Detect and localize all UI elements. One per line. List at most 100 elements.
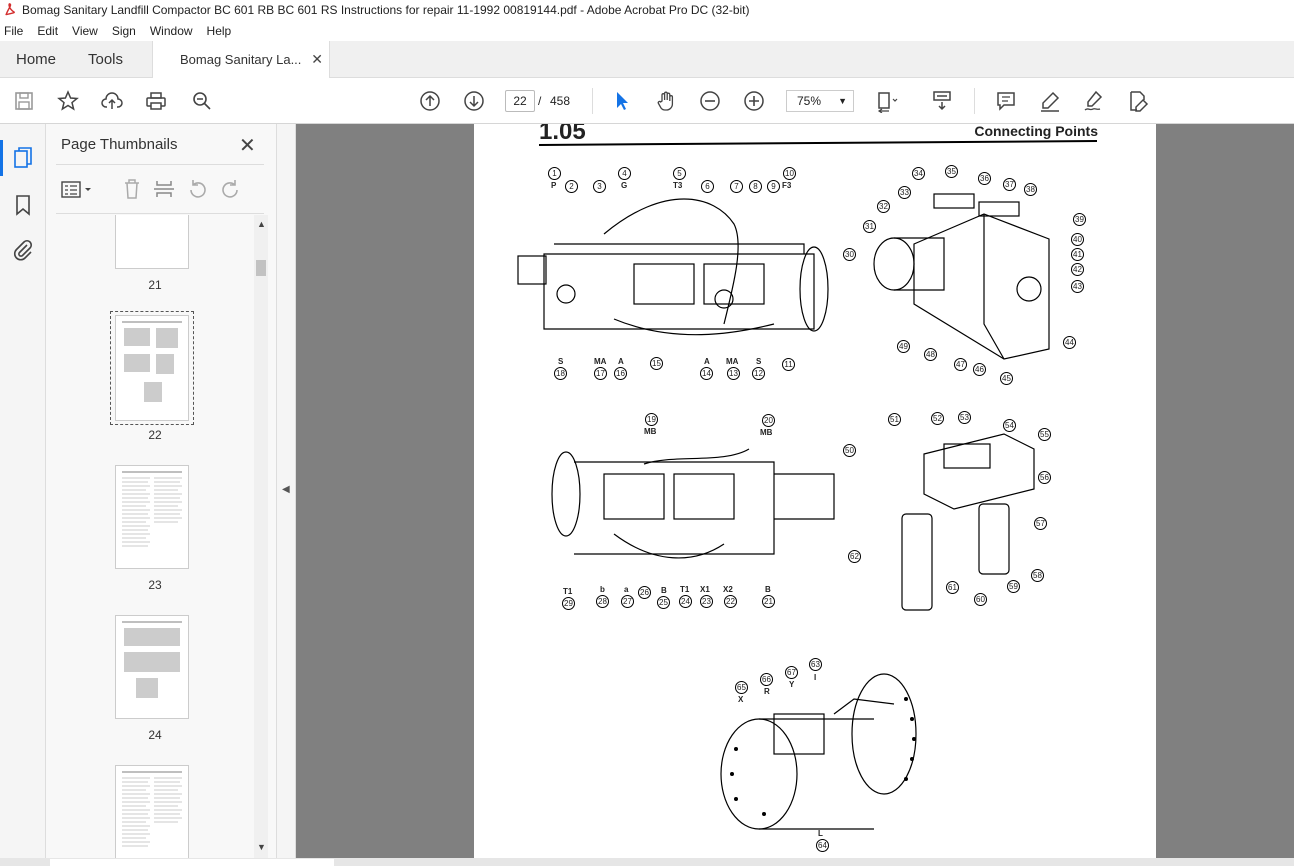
thumbnail-label: 23 xyxy=(148,578,162,592)
thumbnail-page-21[interactable] xyxy=(115,215,189,269)
thumbnail-page-24[interactable] xyxy=(115,615,189,719)
horizontal-scrollbar[interactable] xyxy=(0,858,1294,866)
page-fit-icon[interactable] xyxy=(874,89,898,113)
tab-bar: Home Tools Bomag Sanitary La... ✕ xyxy=(0,41,1294,79)
find-zoom-icon[interactable] xyxy=(190,89,214,113)
highlight-pen-icon[interactable] xyxy=(1038,89,1062,113)
close-tab-icon[interactable]: ✕ xyxy=(311,51,323,67)
callout: 11 xyxy=(782,358,795,371)
tab-tools[interactable]: Tools xyxy=(88,51,124,68)
callout: 37 xyxy=(1003,178,1016,191)
tab-document-label: Bomag Sanitary La... xyxy=(180,52,302,67)
select-cursor-icon[interactable] xyxy=(610,89,634,113)
callout: 67 xyxy=(785,666,798,679)
hand-tool-icon[interactable] xyxy=(654,89,678,113)
callout: 48 xyxy=(924,348,937,361)
port-letter: a xyxy=(624,585,629,594)
callout: 54 xyxy=(1003,419,1016,432)
scrolling-mode-icon[interactable] xyxy=(930,89,954,113)
thumbnail-scrollbar[interactable]: ▲ ▼ xyxy=(254,215,268,859)
callout: 13 xyxy=(727,367,740,380)
menu-bar: File Edit View Sign Window Help xyxy=(0,20,1294,41)
acrobat-logo-icon xyxy=(5,3,15,16)
callout: 31 xyxy=(863,220,876,233)
callout: 64 xyxy=(816,839,829,852)
thumbnail-label: 24 xyxy=(148,728,162,742)
upload-cloud-icon[interactable] xyxy=(100,89,124,113)
scroll-down-icon[interactable]: ▼ xyxy=(257,842,266,852)
thumbnail-page-25[interactable] xyxy=(115,765,189,859)
callout: 25 xyxy=(657,596,670,609)
port-letter: T3 xyxy=(673,181,683,190)
callout: 2 xyxy=(565,180,578,193)
tab-home[interactable]: Home xyxy=(16,51,57,68)
callout: 32 xyxy=(877,200,890,213)
callout: 40 xyxy=(1071,233,1084,246)
menu-view[interactable]: View xyxy=(72,23,98,38)
bookmark-star-icon[interactable] xyxy=(56,89,80,113)
callout: 39 xyxy=(1073,213,1086,226)
port-letter: MA xyxy=(594,357,607,366)
callout: 33 xyxy=(898,186,911,199)
main-toolbar xyxy=(0,78,1294,124)
toolbar-divider xyxy=(592,88,593,114)
options-menu-icon[interactable] xyxy=(61,179,95,201)
delete-page-icon[interactable] xyxy=(120,177,144,201)
zoom-out-icon[interactable] xyxy=(698,89,722,113)
connecting-points-drawings xyxy=(517,193,1050,830)
comment-icon[interactable] xyxy=(994,89,1018,113)
thumbnail-page-23[interactable] xyxy=(115,465,189,569)
draw-sign-icon[interactable] xyxy=(1082,89,1106,113)
thumbnail-preview-image xyxy=(122,621,182,698)
port-letter: R xyxy=(764,687,770,696)
insert-page-icon[interactable] xyxy=(152,177,176,201)
thumbnail-list: 21 22 23 24 xyxy=(56,215,254,859)
page-thumbnails-icon[interactable] xyxy=(0,140,35,176)
rotate-clockwise-icon[interactable] xyxy=(218,177,242,201)
total-pages: 458 xyxy=(550,94,571,108)
callout: 47 xyxy=(954,358,967,371)
callout: 20 xyxy=(762,414,775,427)
callout: 22 xyxy=(724,595,737,608)
callout: 5 xyxy=(673,167,686,180)
menu-file[interactable]: File xyxy=(4,23,24,38)
bookmarks-icon[interactable] xyxy=(11,193,35,217)
callout: 8 xyxy=(749,180,762,193)
attachments-icon[interactable] xyxy=(11,238,35,262)
fill-sign-icon[interactable] xyxy=(1126,89,1150,113)
panel-collapse-handle[interactable]: ◀ xyxy=(277,124,296,866)
menu-help[interactable]: Help xyxy=(206,23,232,38)
title-bar: Bomag Sanitary Landfill Compactor BC 601… xyxy=(0,0,1294,20)
scroll-up-icon[interactable]: ▲ xyxy=(257,219,266,229)
tab-document[interactable]: Bomag Sanitary La... ✕ xyxy=(152,41,330,79)
document-viewer[interactable]: 1.05 Connecting Points xyxy=(296,124,1294,866)
window-title: Bomag Sanitary Landfill Compactor BC 601… xyxy=(22,3,750,17)
callout: 12 xyxy=(752,367,765,380)
thumbnail-page-22[interactable] xyxy=(115,315,189,421)
menu-window[interactable]: Window xyxy=(149,23,193,38)
zoom-value: 75% xyxy=(797,94,822,108)
menu-sign[interactable]: Sign xyxy=(111,23,136,38)
scrollbar-thumb[interactable] xyxy=(50,859,334,866)
previous-page-icon[interactable] xyxy=(418,89,442,113)
rotate-counterclockwise-icon[interactable] xyxy=(186,177,210,201)
callout: 9 xyxy=(767,180,780,193)
section-number: 1.05 xyxy=(539,124,586,145)
page-number-input[interactable]: 22 xyxy=(505,90,535,112)
port-letter: A xyxy=(618,357,624,366)
scrollbar-thumb[interactable] xyxy=(256,260,266,276)
callout: 66 xyxy=(760,673,773,686)
callout: 62 xyxy=(848,550,861,563)
print-icon[interactable] xyxy=(144,89,168,113)
chevron-down-icon: ▼ xyxy=(838,96,847,106)
zoom-in-icon[interactable] xyxy=(742,89,766,113)
callout: 18 xyxy=(554,367,567,380)
callout: 7 xyxy=(730,180,743,193)
port-letter: X xyxy=(738,695,744,704)
collapse-left-icon: ◀ xyxy=(282,484,290,495)
save-icon[interactable] xyxy=(12,89,36,113)
next-page-icon[interactable] xyxy=(462,89,486,113)
zoom-level-dropdown[interactable]: 75% ▼ xyxy=(786,90,854,112)
menu-edit[interactable]: Edit xyxy=(37,23,59,38)
close-panel-icon[interactable]: ✕ xyxy=(239,135,256,157)
